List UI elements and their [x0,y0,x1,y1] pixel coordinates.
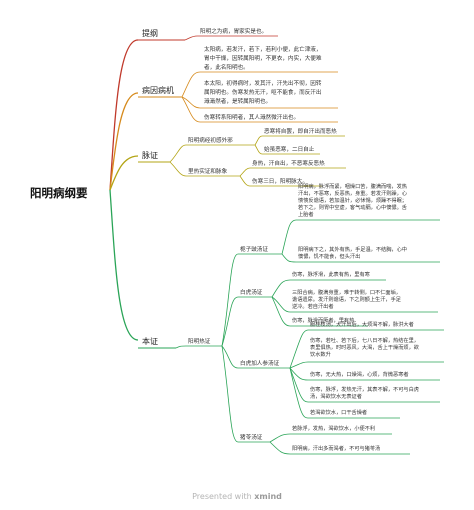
baihu-item-1[interactable]: 伤寒，脉浮滑，此表有热，里有寒 [292,272,370,278]
text-line: 逆冷。若自汗出者 [292,304,334,310]
maizheng-sub-1-item-2[interactable]: 始虽恶寒，二日自止 [264,147,315,153]
text-line: 太阳病，若发汗，若下，若利小便，此亡津液， [204,47,322,53]
text-line: 本太阳，初得病时，发其汗，汗先出不彻，因转 [204,81,322,87]
maizheng-sub-1-item-1[interactable]: 恶寒将自罢，即自汗出而恶热 [264,129,337,135]
maizheng-sub-2-item-2[interactable]: 伤寒三日，阳明脉大。 [252,179,308,185]
branch-benzheng[interactable]: 本证 [142,337,158,346]
baihu-label[interactable]: 白虎汤证 [240,290,263,296]
branch-maizheng[interactable]: 脉证 [142,151,158,160]
zhuling-item-2[interactable]: 阳明病，汗出多而渴者，不可与猪苓汤 [292,446,381,452]
text-line: 者，此名阳明也。 [204,65,249,71]
root-topic[interactable]: 阳明病纲要 [30,186,88,200]
maizheng-sub-1-label[interactable]: 阳明病经初感外邪 [188,138,233,144]
text-line: 汤，渴欲饮水无表证者 [310,394,362,400]
tigang-item[interactable]: 阳明之为病，胃家实是也。 [200,29,268,35]
text-line: 阳明病，脉浮而紧，咽燥口苦，腹满而喘，发热 [298,184,407,190]
text-line: 属阳明也。伤寒发热无汗，呕不能食，而反汗出 [204,90,322,96]
renshen-item-1[interactable]: 服桂枝汤，大汗出后，大烦渴不解，脉洪大者 [310,322,414,328]
baihu-item-3[interactable]: 伤寒，脉滑而厥者，里有热 [292,318,355,324]
branch-tigang[interactable]: 提纲 [142,29,158,38]
maizheng-sub-2-item-1[interactable]: 身热，汗自出，不恶寒反恶热 [252,161,325,167]
xmind-logo-text: xmind [254,492,282,501]
text-line: 伤寒，若吐、若下后，七八日不解，热结在里， [310,338,419,344]
baihu-renshen-label[interactable]: 白虎加人参汤证 [240,361,280,367]
footer-credit: Presented with xmind [0,492,474,501]
text-line: 伤寒，脉浮，发热无汗，其表不解，不可与白虎 [310,387,419,393]
branch-bingyin[interactable]: 病因病机 [142,86,174,95]
text-line: 若下之，则胃中空虚，客气动膈，心中懊憹。舌 [298,205,407,211]
text-line: 胃中干燥，因转属阳明，不更衣，内实，大便难 [204,56,322,62]
zhizi-label[interactable]: 栀子豉汤证 [240,247,268,253]
bingyin-item-3[interactable]: 伤寒转系阳明者，其人濈然微汗出也。 [204,115,300,121]
text-line: 濈濈然者，是转属阳明也。 [204,99,272,105]
renshen-item-3[interactable]: 伤寒，无大热，口燥渴，心烦，背微恶寒者 [310,372,409,378]
zhuling-item-1[interactable]: 若脉浮，发热，渴欲饮水，小便不利 [292,426,376,432]
text-line: 愦愦反谵语，若加温针，必怵惕，烦躁不得眠； [298,198,407,204]
text-line: 阳明病下之，其外有热，手足温，不结胸，心中 [298,247,407,253]
text-line: 上胎者 [298,212,314,218]
text-line: 三阳合病，腹满身重，难于转侧，口不仁面垢， [292,290,401,296]
text-line: 懊憹，饥不能食，但头汗出 [298,254,361,260]
text-line: 表里俱热，时时恶风，大渴，舌上干燥而烦，欲 [310,345,419,351]
text-line: 饮水数升 [310,352,331,358]
footer-prefix: Presented with [192,492,255,501]
text-line: 汗出，不恶寒，反恶热，身重。若发汗则躁，心 [298,191,407,197]
text-line: 谵语遗尿。发汗则谵语，下之则额上生汗，手足 [292,297,401,303]
maizheng-sub-2-label[interactable]: 里热实证和脉象 [188,169,228,175]
renshen-item-5[interactable]: 若渴欲饮水，口干舌燥者 [310,410,368,416]
zhuling-label[interactable]: 猪苓汤证 [240,435,263,441]
benzheng-group-label[interactable]: 阳明热证 [188,339,211,345]
